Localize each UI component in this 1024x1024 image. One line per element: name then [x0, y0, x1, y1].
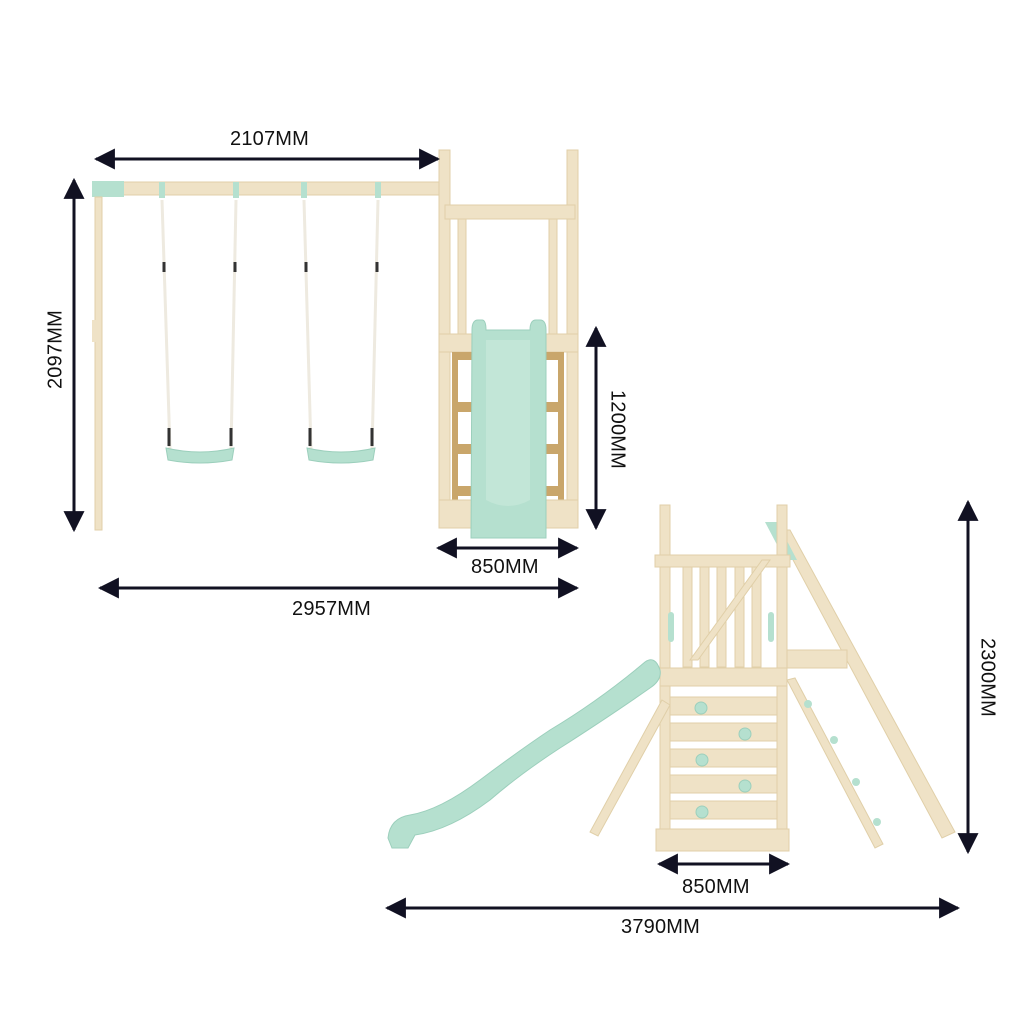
dim-label-overall-width: 2957MM [292, 598, 372, 620]
dim-label-side-tower-width: 850MM [682, 876, 750, 898]
dim-label-front-tower-width: 850MM [471, 556, 539, 578]
front-view [92, 149, 579, 539]
dim-label-overall-length: 3790MM [621, 916, 701, 938]
dim-label-swing-height: 2097MM [44, 310, 67, 390]
dim-label-overall-height: 2300MM [976, 637, 999, 717]
dim-label-platform-height: 1200MM [606, 389, 629, 469]
dim-label-swing-beam-width: 2107MM [230, 128, 310, 150]
side-view [387, 504, 956, 852]
